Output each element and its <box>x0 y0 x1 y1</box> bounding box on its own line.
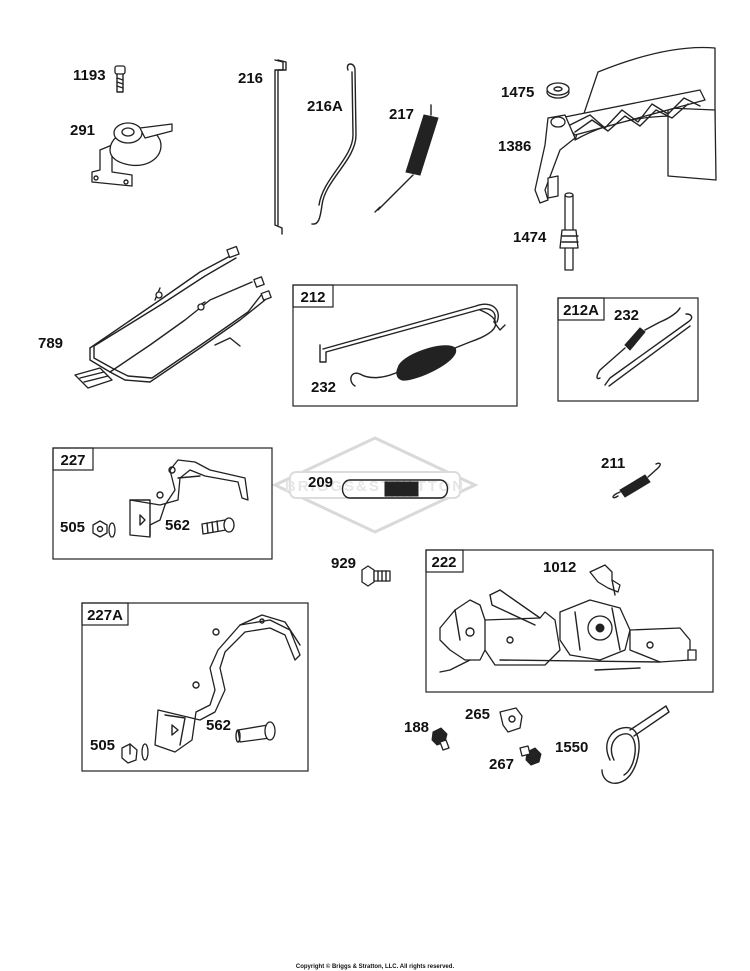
part-227-governor-bracket[interactable] <box>129 459 249 538</box>
box-227A-label: 227A <box>87 607 123 624</box>
label-505-box227[interactable]: 505 <box>60 519 85 536</box>
part-188-screw[interactable] <box>431 727 450 751</box>
label-1193[interactable]: 1193 <box>73 67 106 84</box>
part-216A-rod[interactable] <box>311 63 357 225</box>
box-222: 222 <box>425 549 714 693</box>
part-789-wire-harness[interactable] <box>74 245 272 389</box>
part-labels: 1193 291 216 216A 217 1475 1386 1474 789… <box>38 67 639 773</box>
label-216A[interactable]: 216A <box>307 98 343 115</box>
watermark-logo: BRIGGS&STRATTON <box>271 436 479 534</box>
label-188[interactable]: 188 <box>404 719 429 736</box>
watermark-text: BRIGGS&STRATTON <box>285 478 465 495</box>
box-227-label: 227 <box>60 452 85 469</box>
part-1474-pin[interactable] <box>559 192 579 271</box>
part-505-washer-a[interactable] <box>108 522 116 538</box>
part-212-link-assembly[interactable] <box>319 303 506 387</box>
part-505-nut-a[interactable] <box>92 520 108 538</box>
box-227A: 227A <box>81 602 309 772</box>
part-1386-deflector[interactable] <box>534 46 717 204</box>
label-211[interactable]: 211 <box>601 455 625 472</box>
label-216[interactable]: 216 <box>238 70 263 87</box>
part-209-spring[interactable] <box>341 479 449 499</box>
box-222-label: 222 <box>431 554 456 571</box>
label-1550[interactable]: 1550 <box>555 739 588 756</box>
part-1475-nut[interactable] <box>546 82 570 99</box>
part-562-screw-b[interactable] <box>235 721 276 743</box>
part-1550-spring[interactable] <box>601 705 670 784</box>
part-265-clip[interactable] <box>499 707 523 733</box>
part-505-nut-b[interactable] <box>121 743 138 764</box>
label-562-box227[interactable]: 562 <box>165 517 190 534</box>
part-505-washer-b[interactable] <box>141 743 149 761</box>
label-1474[interactable]: 1474 <box>513 229 547 246</box>
part-267-screw[interactable] <box>519 745 542 766</box>
label-209[interactable]: 209 <box>308 474 333 491</box>
part-211-spring[interactable] <box>612 462 661 499</box>
label-265[interactable]: 265 <box>465 706 490 723</box>
part-227A-governor-bracket[interactable] <box>154 614 301 753</box>
box-227: 227 <box>52 447 273 560</box>
box-212A-label: 212A <box>563 302 599 319</box>
part-929-bolt[interactable] <box>361 565 391 587</box>
box-212-label: 212 <box>300 289 325 306</box>
part-222-control-assembly[interactable] <box>439 589 697 673</box>
part-291-bracket[interactable] <box>91 122 173 187</box>
label-929[interactable]: 929 <box>331 555 356 572</box>
label-1386[interactable]: 1386 <box>498 138 531 155</box>
label-1012[interactable]: 1012 <box>543 559 576 576</box>
label-232-box212[interactable]: 232 <box>311 379 336 396</box>
label-232-box212A[interactable]: 232 <box>614 307 639 324</box>
label-505-box227A[interactable]: 505 <box>90 737 115 754</box>
label-562-box227A[interactable]: 562 <box>206 717 231 734</box>
part-562-screw-a[interactable] <box>201 517 235 535</box>
part-1012-clip[interactable] <box>589 564 621 596</box>
label-217[interactable]: 217 <box>389 106 414 123</box>
label-291[interactable]: 291 <box>70 122 95 139</box>
label-267[interactable]: 267 <box>489 756 514 773</box>
part-216-rod[interactable] <box>274 59 287 235</box>
box-212A: 212A <box>557 297 699 402</box>
label-1475[interactable]: 1475 <box>501 84 534 101</box>
box-212: 212 <box>292 284 518 407</box>
part-217-spring[interactable] <box>374 104 439 213</box>
copyright-text: Copyright © Briggs & Stratton, LLC. All … <box>296 963 455 970</box>
part-212A-link-assembly[interactable] <box>596 307 693 387</box>
part-1193-bolt[interactable] <box>114 65 126 93</box>
label-789[interactable]: 789 <box>38 335 63 352</box>
